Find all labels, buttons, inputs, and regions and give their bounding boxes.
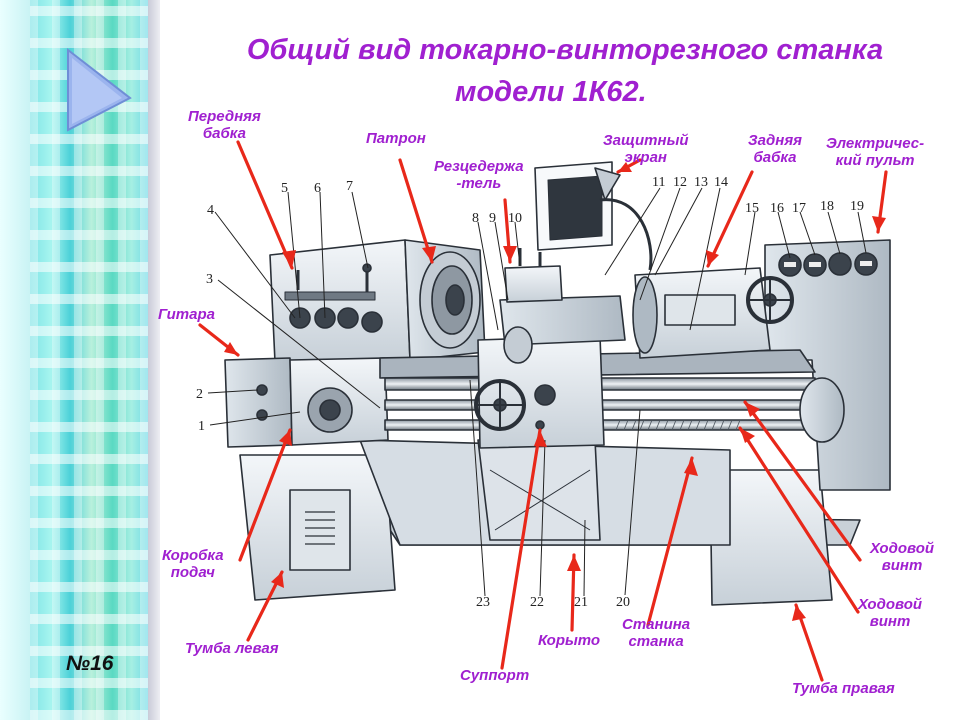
part-number: 4 (207, 203, 214, 218)
part-number: 16 (770, 201, 784, 216)
part-number: 18 (820, 199, 834, 214)
slide-number: №16 (66, 652, 113, 676)
label-left-pedestal: Тумба левая (185, 640, 279, 657)
part-number: 13 (694, 175, 708, 190)
arrow-headstock (238, 142, 292, 268)
part-number: 3 (206, 272, 213, 287)
label-electrical-panel: Электричес-кий пульт (826, 135, 924, 169)
part-number: 22 (530, 595, 544, 610)
part-number: 20 (616, 595, 630, 610)
part-number: 10 (508, 211, 522, 226)
label-guitar: Гитара (158, 306, 215, 323)
part-number: 8 (472, 211, 479, 226)
part-number: 5 (281, 181, 288, 196)
part-number: 11 (652, 175, 665, 190)
label-right-pedestal: Тумба правая (792, 680, 895, 697)
label-carriage: Суппорт (460, 667, 529, 684)
part-number: 7 (346, 179, 353, 194)
part-number: 15 (745, 201, 759, 216)
part-number: 14 (714, 175, 728, 190)
part-number: 12 (673, 175, 687, 190)
gear-cover (225, 358, 292, 447)
label-chuck: Патрон (366, 130, 426, 147)
part-number: 2 (196, 387, 203, 402)
label-trough: Корыто (538, 632, 600, 649)
part-number: 23 (476, 595, 490, 610)
label-tool-holder: Резцедержа-тель (434, 158, 524, 192)
part-number: 17 (792, 201, 806, 216)
part-number: 6 (314, 181, 321, 196)
part-number: 21 (574, 595, 588, 610)
part-number: 19 (850, 199, 864, 214)
part-number: 1 (198, 419, 205, 434)
part-number: 9 (489, 211, 496, 226)
tool-holder (505, 266, 562, 302)
